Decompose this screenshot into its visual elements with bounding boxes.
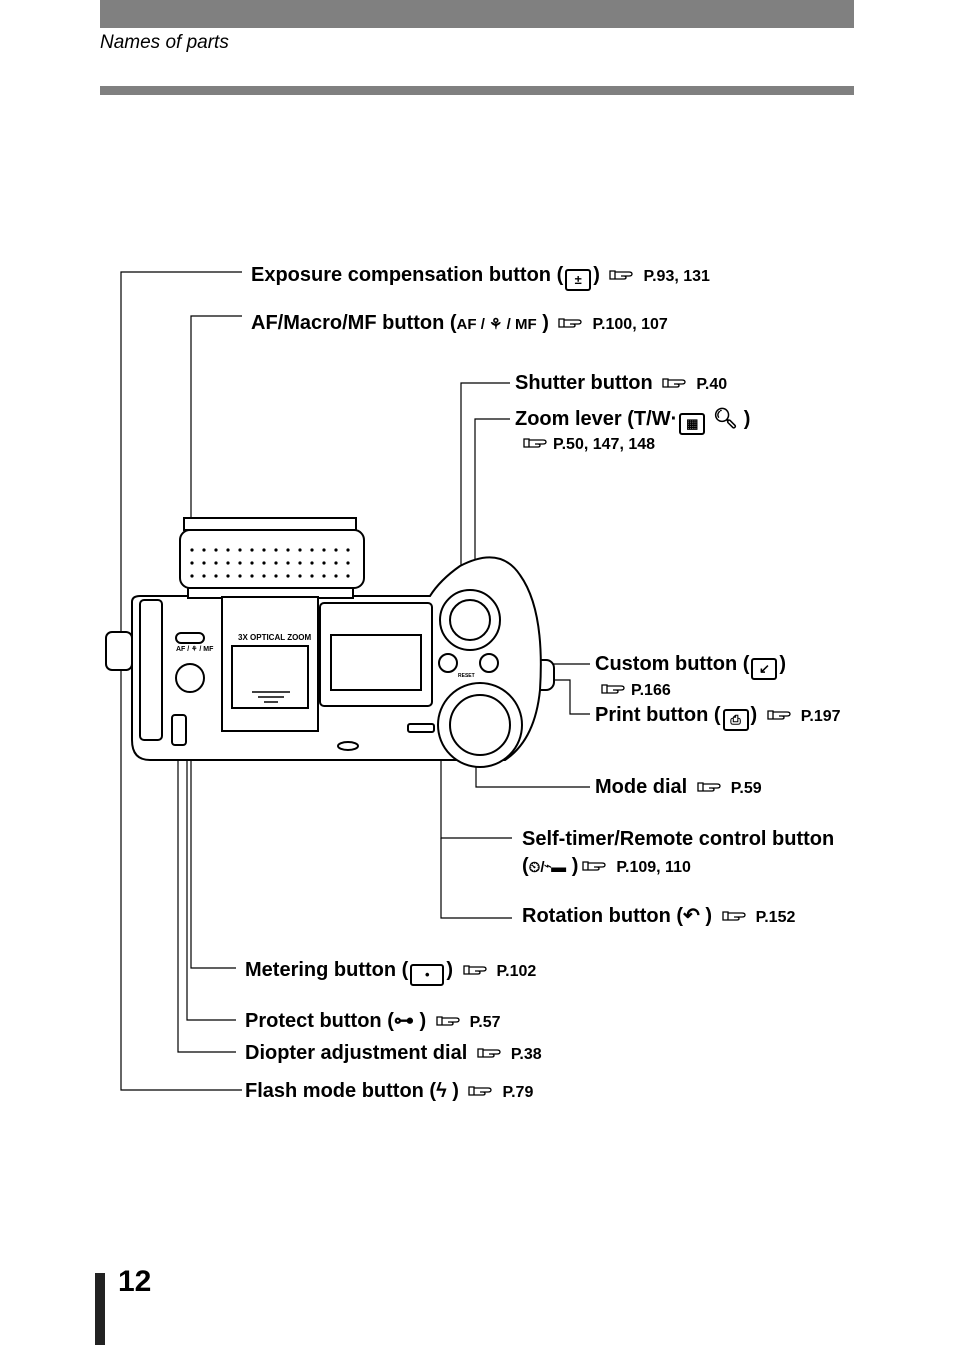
camera-af-label: AF / ⚘ / MF	[176, 645, 214, 653]
pointing-hand-icon	[462, 965, 487, 975]
pointing-hand-icon	[558, 318, 583, 328]
af-macro-mf-icon: AF / ⚘ / MF	[456, 316, 537, 333]
flash-label: Flash mode button (ϟ ) P.79	[245, 1080, 534, 1102]
printer-icon: ⎙	[722, 709, 749, 731]
key-icon: ⊶	[393, 1010, 414, 1032]
pointing-hand-icon	[523, 438, 547, 448]
zoom-lever-ref: P.50, 147, 148	[519, 434, 655, 456]
shutter-label: Shutter button P.40	[515, 372, 728, 394]
pointing-hand-icon	[767, 710, 791, 720]
pointing-hand-icon	[436, 1016, 460, 1026]
reset-label: RESET	[458, 673, 475, 679]
protect-label: Protect button (⊶ ) P.57	[245, 1010, 501, 1032]
lightning-icon: ϟ	[436, 1080, 447, 1102]
custom-card-icon: ↙	[751, 658, 778, 680]
camera-body	[105, 517, 555, 768]
custom-label: Custom button (↙)	[595, 652, 786, 680]
pointing-hand-icon	[697, 782, 721, 792]
exposure-plus-minus-icon: ±	[565, 269, 592, 291]
pointing-hand-icon	[601, 684, 625, 694]
header-rule	[100, 86, 854, 95]
rotation-label: Rotation button (↶ ) P.152	[522, 905, 796, 927]
pointing-hand-icon	[477, 1048, 501, 1058]
section-title: Names of parts	[100, 32, 229, 53]
lens-grip-dots	[190, 548, 350, 578]
spot-metering-icon: •	[410, 964, 445, 986]
pointing-hand-icon	[721, 911, 746, 921]
pointing-hand-icon	[582, 861, 607, 871]
metering-label: Metering button (•) P.102	[245, 958, 536, 986]
pointing-hand-icon	[609, 270, 634, 280]
af-macro-mf-label: AF/Macro/MF button (AF / ⚘ / MF ) P.100,…	[251, 312, 668, 334]
rotate-icon: ↶	[683, 905, 700, 927]
pointing-hand-icon	[468, 1086, 493, 1096]
mode-dial-label: Mode dial P.59	[595, 776, 762, 798]
exposure-label: Exposure compensation button (±) P.93, 1…	[251, 263, 710, 291]
viewfinder-lines	[252, 691, 290, 703]
header-bar	[100, 0, 854, 28]
page-marker-bar	[95, 1273, 105, 1345]
custom-ref: P.166	[597, 680, 671, 702]
magnifier-icon: 🔍︎	[712, 408, 739, 430]
selftimer-label: Self-timer/Remote control button	[522, 828, 835, 850]
selftimer-label-line2: (⏲/⌁▬ )P.109, 110	[522, 855, 691, 877]
zoom-label: 3X OPTICAL ZOOM	[238, 633, 312, 642]
diopter-label: Diopter adjustment dial P.38	[245, 1042, 542, 1064]
index-grid-icon: ▦	[679, 413, 706, 435]
timer-remote-icon: ⏲/⌁▬	[528, 859, 567, 876]
pointing-hand-icon	[662, 378, 686, 388]
zoom-lever-label: Zoom lever (T/W·▦ 🔍︎ )	[515, 407, 750, 435]
page-number: 12	[118, 1265, 152, 1298]
print-label: Print button (⎙) P.197	[595, 703, 841, 731]
